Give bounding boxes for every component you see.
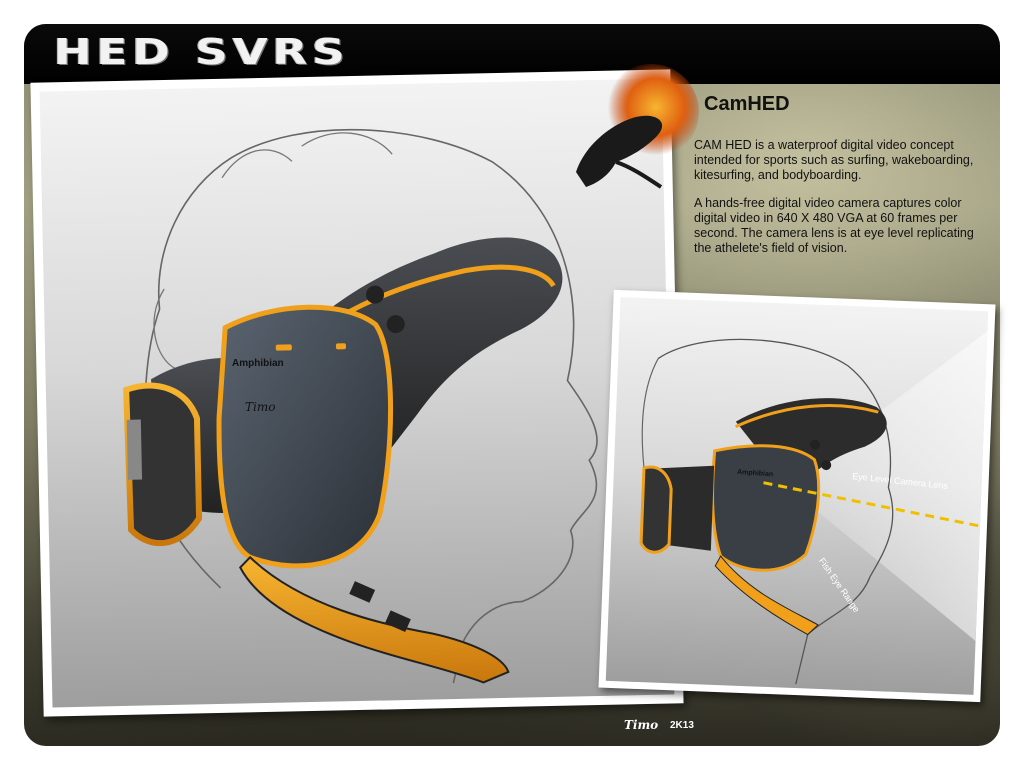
button-b [386, 315, 405, 334]
device-label-main: Amphibian [232, 358, 284, 369]
detail-render-frame [598, 289, 996, 703]
info-paragraph-1: CAM HED is a waterproof digital video co… [694, 138, 974, 182]
button-a [365, 285, 385, 304]
info-paragraph-2: A hands-free digital video camera captur… [694, 196, 974, 255]
info-title: CamHED [704, 93, 790, 115]
brand-title: HED SVRS [54, 32, 350, 73]
detail-render-image [605, 297, 989, 695]
main-render-frame [30, 69, 684, 717]
device-logo-main: Timo [245, 400, 276, 414]
main-render-image [39, 78, 675, 708]
footer-year: 2K13 [670, 720, 694, 731]
info-text: CAM HED is a waterproof digital video co… [694, 138, 984, 269]
surfer-sun-graphic [576, 64, 699, 189]
footer-logo: Timo [624, 718, 659, 732]
eye-level-line [763, 481, 981, 528]
